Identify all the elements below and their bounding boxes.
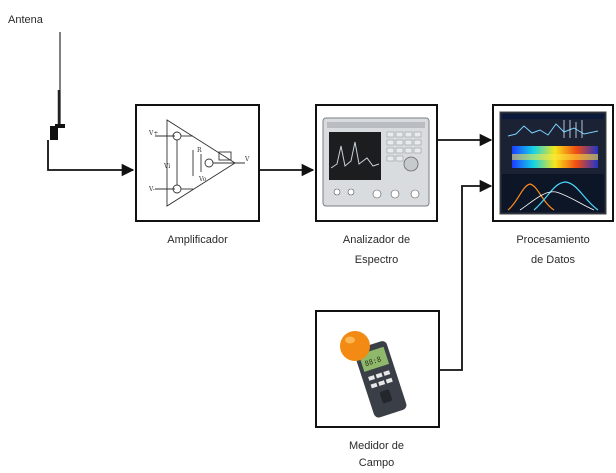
antenna-label: Antena [8, 14, 43, 26]
analyzer-label-line2: Espectro [354, 254, 399, 266]
svg-text:Vo: Vo [198, 176, 207, 183]
svg-text:V: V [244, 156, 250, 163]
connector-meter-processing [440, 179, 493, 371]
svg-text:V+: V+ [148, 130, 158, 137]
meter-label-line1: Medidor de [348, 440, 405, 452]
processing-label-line1: Procesamiento [516, 234, 590, 246]
antenna-icon [50, 32, 65, 140]
processing-label-line2: de Datos [530, 254, 576, 266]
amplifier-block: V+ V- Vi R V Vo [135, 104, 260, 222]
svg-text:V-: V- [148, 186, 155, 193]
field-meter-icon: 88:8 [340, 331, 407, 418]
meter-label-line2: Campo [358, 457, 395, 469]
svg-text:R: R [197, 147, 202, 154]
amplifier-label: Amplificador [167, 234, 228, 246]
field-meter-block: 88:8 [315, 310, 440, 428]
spectrogram-screen-icon [499, 111, 607, 215]
connector-antenna-amplifier [47, 140, 135, 177]
svg-text:Vi: Vi [163, 163, 170, 170]
op-amp-schematic-icon: V+ V- Vi R V Vo [148, 119, 250, 207]
spectrum-analyzer-block [315, 104, 438, 222]
spectrum-analyzer-icon [322, 117, 430, 207]
data-processing-block [492, 104, 614, 222]
analyzer-label-line1: Analizador de [342, 234, 411, 246]
